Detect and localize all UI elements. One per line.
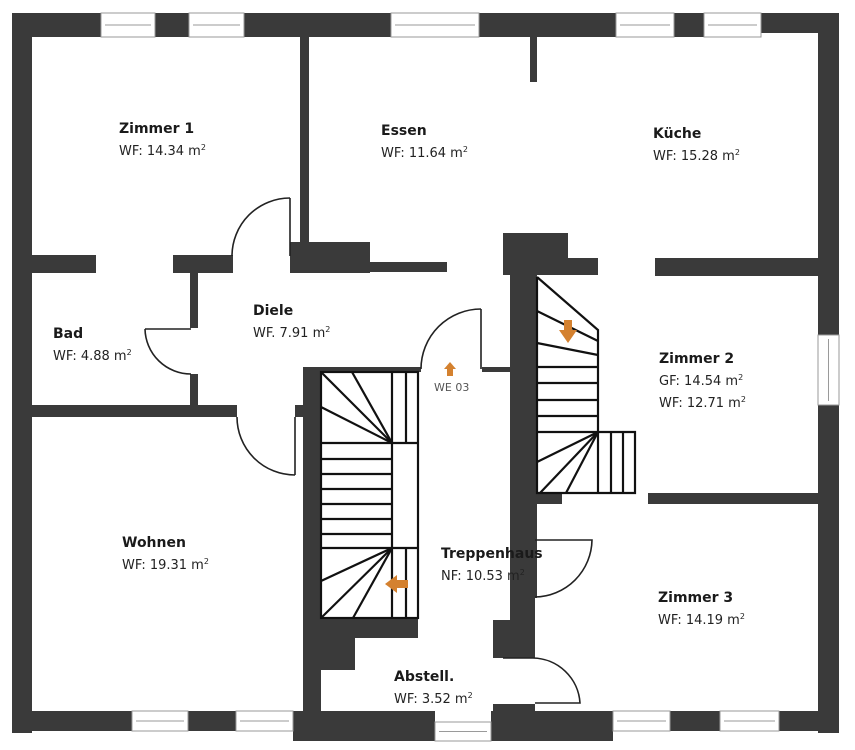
arrow-down-icon xyxy=(559,320,577,343)
room-area: WF: 12.71 m2 xyxy=(659,395,746,411)
door-zimmer3[interactable] xyxy=(534,539,593,598)
wall-bottom-1 xyxy=(12,711,132,731)
wall-bottom-5 xyxy=(531,711,613,731)
wall-right-bottom xyxy=(818,405,839,733)
room-name: Wohnen xyxy=(122,535,186,551)
wall-abstell-top-left xyxy=(303,630,355,670)
door-entry[interactable] xyxy=(420,308,482,370)
room-name: Treppenhaus xyxy=(441,546,543,562)
room-name: Essen xyxy=(381,123,427,139)
doors xyxy=(144,197,593,704)
room-area: WF: 14.19 m2 xyxy=(658,612,745,628)
room-area: WF: 19.31 m2 xyxy=(122,557,209,573)
wall-bad-right xyxy=(190,273,198,328)
wall-wohnen-right xyxy=(303,367,321,741)
stairs-left xyxy=(319,370,420,620)
wall-stair-top xyxy=(303,367,421,372)
wall-bottom-2 xyxy=(188,711,236,731)
wall-left xyxy=(12,13,32,733)
wall-z1-bottom-a xyxy=(12,255,96,273)
wall-top-3 xyxy=(244,13,391,37)
wall-top-5 xyxy=(674,13,704,37)
room-area: WF: 3.52 m2 xyxy=(394,691,473,707)
wall-abstell-right-low xyxy=(493,704,535,734)
room-zimmer3: Zimmer 3 WF: 14.19 m2 xyxy=(658,590,745,628)
wall-bottom-7 xyxy=(779,711,839,731)
door-abstell[interactable] xyxy=(503,657,581,704)
room-name: Bad xyxy=(53,326,83,342)
walls xyxy=(12,13,839,741)
unit-label: WE 03 xyxy=(434,381,469,394)
room-area: WF: 14.34 m2 xyxy=(119,143,206,159)
wall-essen-bottom xyxy=(370,262,447,272)
room-area: WF. 7.91 m2 xyxy=(253,325,330,341)
wall-abstell-right-step xyxy=(503,650,535,658)
door-zimmer1[interactable] xyxy=(231,197,291,257)
windows xyxy=(100,12,840,742)
door-bad[interactable] xyxy=(144,328,192,375)
room-area: WF: 4.88 m2 xyxy=(53,348,132,364)
wall-we-right xyxy=(482,367,512,372)
wall-right-top xyxy=(818,13,839,335)
room-name: Abstell. xyxy=(394,669,454,685)
wall-bad-bottom xyxy=(12,405,237,417)
wall-top-2 xyxy=(155,13,189,37)
wall-essen-kueche xyxy=(530,32,537,82)
door-wohnen[interactable] xyxy=(236,416,296,476)
wall-z2-bottom-b xyxy=(648,493,825,504)
wall-bad-right-b xyxy=(190,374,198,412)
room-zimmer1: Zimmer 1 WF: 14.34 m2 xyxy=(119,121,206,159)
room-name: Diele xyxy=(253,303,293,319)
wall-bottom-6 xyxy=(670,711,720,731)
room-area: WF: 11.64 m2 xyxy=(381,145,468,161)
room-area: GF: 14.54 m2 xyxy=(659,373,743,389)
room-area: NF: 10.53 m2 xyxy=(441,568,525,584)
wall-top-4 xyxy=(479,13,616,37)
room-name: Zimmer 3 xyxy=(658,590,733,606)
wall-core-vertical xyxy=(510,258,537,598)
stairs-right xyxy=(535,276,637,495)
wall-z1-essen xyxy=(300,13,309,253)
room-area: WF: 15.28 m2 xyxy=(653,148,740,164)
wall-z1-bottom-b xyxy=(173,255,233,273)
room-abstell: Abstell. WF: 3.52 m2 xyxy=(394,669,473,707)
arrow-left-icon xyxy=(385,575,408,593)
wall-z2-bottom-a xyxy=(510,493,562,504)
room-name: Zimmer 2 xyxy=(659,351,734,367)
room-zimmer2: Zimmer 2 GF: 14.54 m2 WF: 12.71 m2 xyxy=(659,351,746,411)
wall-diele-right xyxy=(295,405,305,417)
arrow-up-icon xyxy=(444,362,456,376)
wall-z1-bottom-c xyxy=(290,242,370,273)
room-name: Küche xyxy=(653,126,701,142)
room-name: Zimmer 1 xyxy=(119,121,194,137)
wall-kueche-bottom xyxy=(655,258,825,276)
